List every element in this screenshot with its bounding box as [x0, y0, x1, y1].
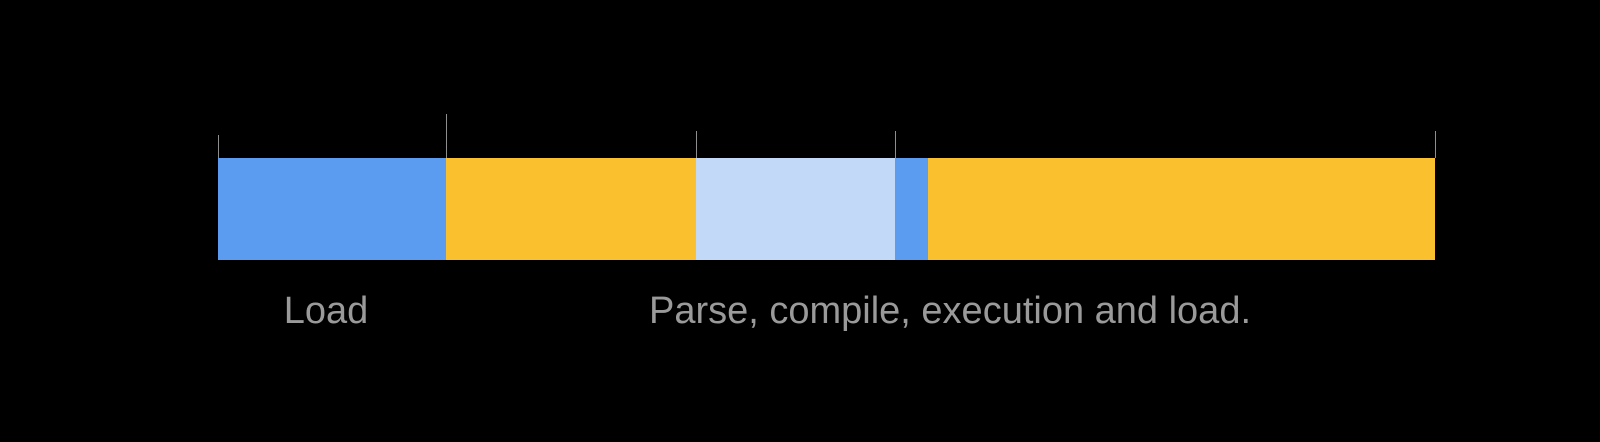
timeline-segment-js-download — [218, 158, 446, 260]
marker-leader-line-js-arrives — [446, 114, 447, 158]
phase-caption-parse: Parse, compile, execution and load. — [648, 290, 1252, 332]
marker-leader-line-js-requested — [218, 135, 219, 158]
marker-leader-line-content-arrives — [895, 131, 896, 158]
timeline-segment-js-parse-compile — [446, 158, 696, 260]
marker-leader-line-content-fetch — [696, 131, 697, 158]
timeline-segment-content-download — [895, 158, 928, 260]
timeline-bar — [218, 158, 1435, 260]
timeline-segment-execution-load — [928, 158, 1435, 260]
marker-leader-line-page-interactive — [1435, 131, 1436, 158]
timeline-segment-content-wait — [696, 158, 895, 260]
phase-caption-load: Load — [283, 290, 369, 332]
